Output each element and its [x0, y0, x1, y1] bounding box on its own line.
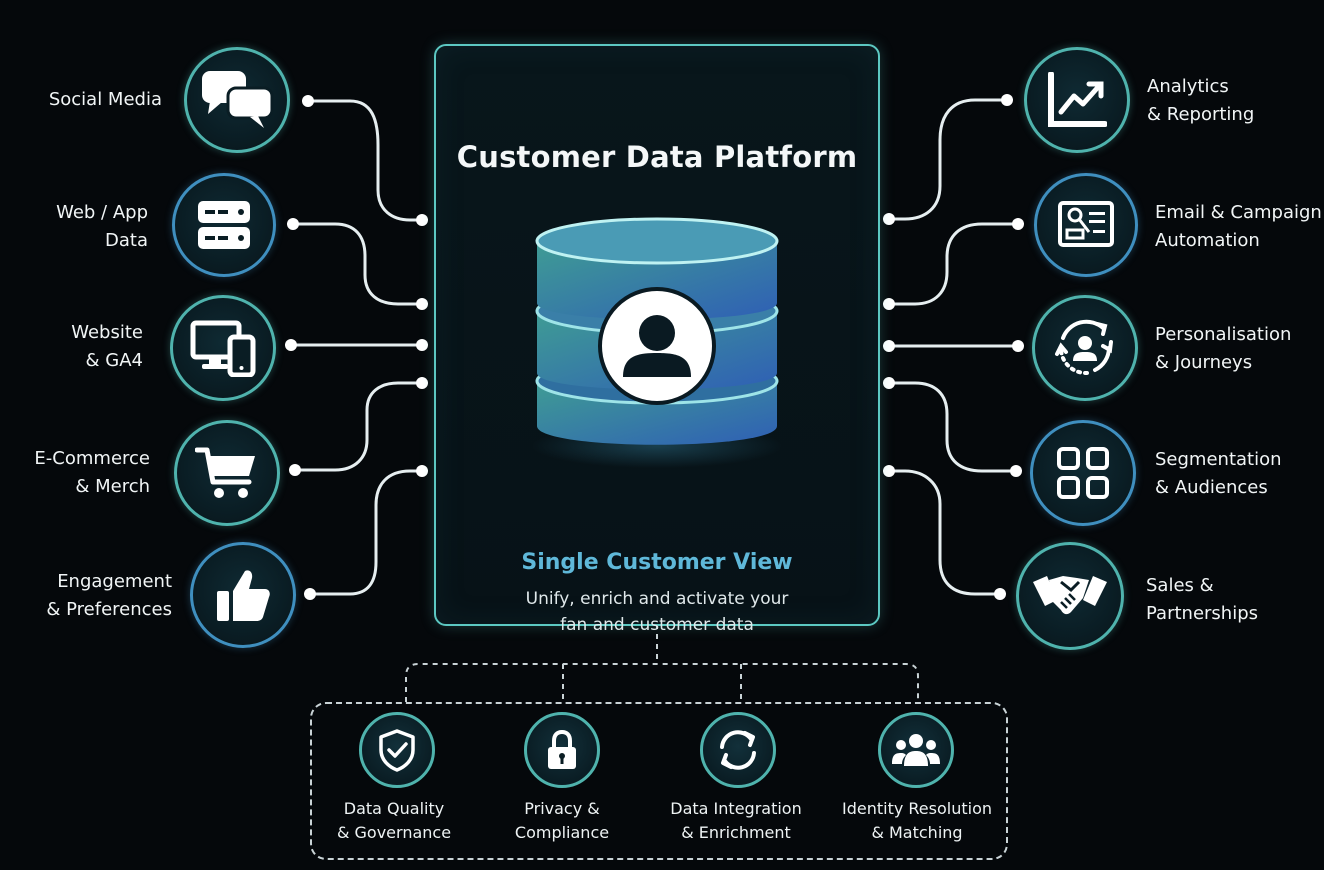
handshake-icon: [1033, 576, 1107, 615]
privacy-label: Privacy &Compliance: [514, 799, 610, 842]
analytics-label: Analytics& Reporting: [1147, 76, 1255, 125]
data-integration-label: Data Integration& Enrichment: [670, 799, 802, 842]
ecommerce-label: E-Commerce& Merch: [34, 448, 150, 497]
connector-engagement: [308, 469, 424, 596]
personalisation-node: [1032, 295, 1138, 401]
platform-title: Customer Data Platform: [456, 140, 858, 174]
identity-resolution-node: [878, 712, 954, 788]
single-customer-view-title: Single Customer View: [521, 550, 793, 575]
sales-partnerships-node: [1016, 542, 1124, 650]
group-icon: [892, 734, 940, 766]
connector-analytics: [887, 98, 1009, 221]
connector-foundation-bar: [405, 663, 919, 702]
data-quality-label: Data Quality& Governance: [336, 799, 452, 842]
connector-sales: [887, 469, 1002, 596]
engagement-label: Engagement& Preferences: [46, 571, 172, 620]
foundations-panel: [310, 702, 1008, 860]
web-app-node: [172, 173, 276, 277]
shopping-cart-icon: [195, 447, 255, 498]
identity-resolution-label: Identity Resolution& Matching: [841, 799, 992, 842]
sync-icon: [720, 730, 756, 770]
segmentation-label: Segmentation& Audiences: [1155, 449, 1282, 498]
connector-dots: [285, 94, 1024, 600]
social-media-node: [184, 47, 290, 153]
connector-segmentation: [887, 381, 1018, 473]
chat-bubbles-icon: [202, 71, 274, 128]
sales-partnerships-label: Sales &Partnerships: [1146, 575, 1259, 624]
engagement-node: [190, 542, 296, 648]
devices-icon: [190, 320, 256, 377]
analytics-node: [1024, 47, 1130, 153]
connector-ecommerce: [293, 381, 424, 472]
connector-web-app: [291, 222, 424, 306]
user-cycle-icon: [1055, 319, 1113, 376]
social-media-label: Social Media: [48, 89, 162, 110]
thumbs-up-icon: [217, 570, 270, 621]
website-node: [170, 295, 276, 401]
shield-check-icon: [379, 729, 415, 772]
customer-data-platform-panel: Customer Data Platform: [434, 44, 880, 635]
data-quality-node: [359, 712, 435, 788]
connector-social-media: [306, 99, 424, 222]
privacy-node: [524, 712, 600, 788]
campaign-icon: [1058, 201, 1114, 247]
personalisation-label: Personalisation& Journeys: [1155, 324, 1292, 373]
connector-email: [887, 222, 1020, 306]
platform-description: Unify, enrich and activate your fan and …: [525, 589, 789, 635]
lock-icon: [548, 729, 576, 769]
database-icon: [532, 217, 782, 468]
grid-icon: [1057, 447, 1109, 499]
ecommerce-node: [174, 420, 280, 526]
website-label: Website& GA4: [71, 322, 143, 371]
line-chart-icon: [1048, 72, 1107, 127]
data-integration-node: [700, 712, 776, 788]
email-campaign-node: [1034, 173, 1138, 277]
segmentation-node: [1030, 420, 1136, 526]
server-icon: [198, 201, 250, 249]
